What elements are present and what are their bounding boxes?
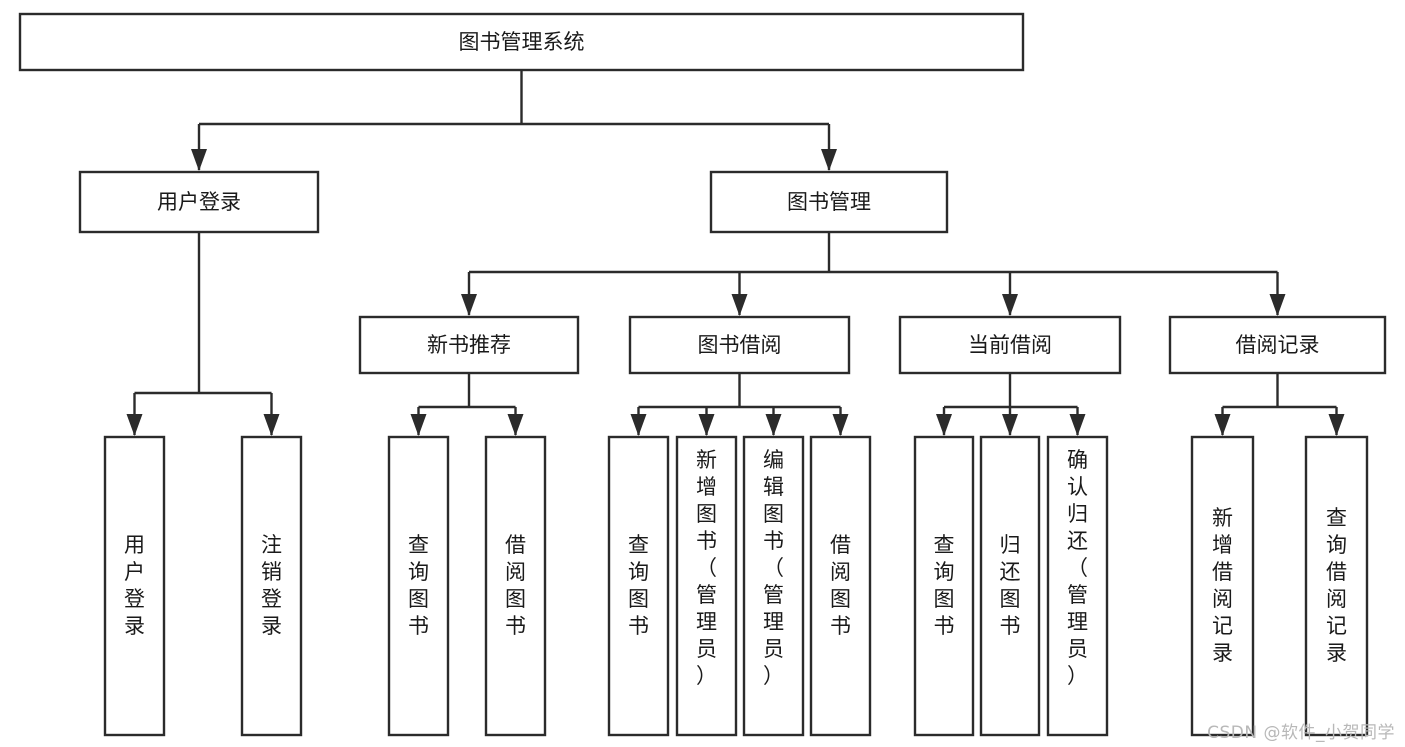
level3-node[interactable]: 图书借阅 [628, 315, 851, 375]
leaf-box[interactable] [1046, 435, 1109, 737]
arrow-head-icon [410, 414, 427, 436]
root-box[interactable] [18, 12, 1025, 72]
leaf-label: 借阅图书 [830, 533, 851, 638]
arrow-head-icon [630, 414, 647, 436]
arrow-head-icon [1002, 294, 1018, 316]
level3-node[interactable]: 借阅记录 [1168, 315, 1387, 375]
leaf-label: 新增借阅记录 [1212, 506, 1233, 665]
leaf-box[interactable] [103, 435, 166, 737]
leaf-label: 查询图书 [628, 533, 649, 638]
arrow-head-icon [821, 149, 837, 171]
leaf-box[interactable] [675, 435, 738, 737]
leaf-box[interactable] [1304, 435, 1369, 737]
leaf-label: 查询图书 [408, 533, 429, 638]
level3-node[interactable]: 当前借阅 [898, 315, 1122, 375]
leaf-node[interactable]: 新增图书（管理员） [675, 435, 738, 737]
connector-layer [126, 70, 1345, 436]
leaf-node[interactable]: 编辑图书（管理员） [742, 435, 805, 737]
leaf-node[interactable]: 查询图书 [913, 435, 975, 737]
level3-box[interactable] [628, 315, 851, 375]
level2-box[interactable] [78, 170, 320, 234]
arrow-head-icon [698, 414, 715, 436]
leaf-box[interactable] [484, 435, 547, 737]
leaf-label: 归还图书 [1000, 533, 1021, 638]
node-layer: 图书管理系统用户登录图书管理新书推荐图书借阅当前借阅借阅记录用户登录注销登录查询… [18, 12, 1387, 737]
leaf-label: 用户登录 [124, 533, 145, 638]
leaf-box[interactable] [742, 435, 805, 737]
leaf-label: 编辑图书（管理员） [763, 448, 784, 688]
leaf-node[interactable]: 新增借阅记录 [1190, 435, 1255, 737]
root-label: 图书管理系统 [459, 30, 585, 54]
arrow-head-icon [263, 414, 280, 436]
leaf-label: 借阅图书 [505, 533, 526, 638]
arrow-head-icon [731, 294, 748, 316]
arrow-head-icon [1214, 414, 1231, 436]
level3-box[interactable] [358, 315, 580, 375]
leaf-box[interactable] [240, 435, 303, 737]
arrow-head-icon [507, 414, 524, 436]
leaf-label: 注销登录 [261, 533, 282, 638]
arrow-head-icon [1069, 414, 1086, 436]
level2-box[interactable] [709, 170, 949, 234]
level3-label: 新书推荐 [427, 333, 511, 357]
leaf-node[interactable]: 查询图书 [607, 435, 670, 737]
leaf-label: 查询借阅记录 [1326, 506, 1347, 665]
level2-node[interactable]: 图书管理 [709, 170, 949, 234]
arrow-head-icon [936, 414, 952, 436]
leaf-label: 查询图书 [934, 533, 955, 638]
level3-label: 图书借阅 [698, 333, 782, 357]
leaf-node[interactable]: 查询图书 [387, 435, 450, 737]
arrow-head-icon [765, 414, 782, 436]
leaf-node[interactable]: 借阅图书 [809, 435, 872, 737]
leaf-box[interactable] [387, 435, 450, 737]
arrow-head-icon [1269, 294, 1286, 316]
level3-box[interactable] [1168, 315, 1387, 375]
level2-label: 图书管理 [787, 190, 871, 214]
leaf-box[interactable] [607, 435, 670, 737]
root-node[interactable]: 图书管理系统 [18, 12, 1025, 72]
level3-label: 借阅记录 [1236, 333, 1320, 357]
leaf-label: 确认归还（管理员） [1067, 448, 1088, 688]
leaf-box[interactable] [913, 435, 975, 737]
arrow-head-icon [1328, 414, 1345, 436]
leaf-node[interactable]: 借阅图书 [484, 435, 547, 737]
arrow-head-icon [461, 294, 477, 316]
csdn-watermark: CSDN @软件_小贺同学 [1207, 723, 1395, 743]
leaf-node[interactable]: 查询借阅记录 [1304, 435, 1369, 737]
level3-node[interactable]: 新书推荐 [358, 315, 580, 375]
arrow-head-icon [1002, 414, 1018, 436]
leaf-label: 新增图书（管理员） [696, 448, 717, 688]
leaf-box[interactable] [809, 435, 872, 737]
leaf-box[interactable] [1190, 435, 1255, 737]
arrow-head-icon [832, 414, 849, 436]
leaf-box[interactable] [979, 435, 1041, 737]
level3-label: 当前借阅 [968, 333, 1052, 357]
leaf-node[interactable]: 确认归还（管理员） [1046, 435, 1109, 737]
leaf-node[interactable]: 用户登录 [103, 435, 166, 737]
leaf-node[interactable]: 归还图书 [979, 435, 1041, 737]
leaf-node[interactable]: 注销登录 [240, 435, 303, 737]
level2-label: 用户登录 [157, 190, 241, 214]
level2-node[interactable]: 用户登录 [78, 170, 320, 234]
level3-box[interactable] [898, 315, 1122, 375]
arrow-head-icon [191, 149, 207, 171]
arrow-head-icon [126, 414, 143, 436]
